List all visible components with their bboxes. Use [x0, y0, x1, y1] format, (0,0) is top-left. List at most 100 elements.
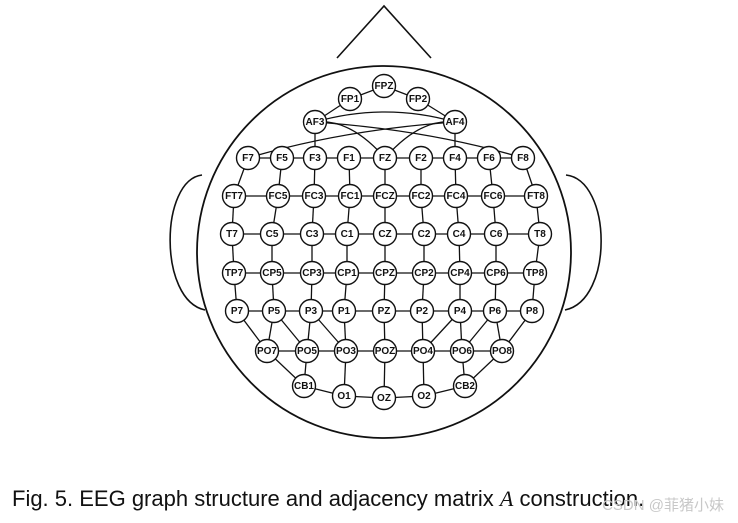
node-circle: [269, 145, 295, 171]
node-label: FC3: [305, 191, 324, 202]
node-f7: F7: [235, 145, 261, 171]
node-p8: P8: [519, 298, 545, 324]
node-circle: [446, 221, 472, 247]
caption-symbol: A: [499, 486, 514, 511]
nose-shape: [336, 4, 432, 59]
node-circle: [372, 145, 398, 171]
node-p6: P6: [482, 298, 508, 324]
node-label: P3: [305, 306, 318, 317]
node-label: FP2: [409, 94, 428, 105]
node-circle: [411, 260, 437, 286]
node-f5: F5: [269, 145, 295, 171]
node-circle: [254, 338, 280, 364]
node-circle: [480, 183, 506, 209]
node-label: P4: [454, 306, 467, 317]
node-label: CB1: [294, 381, 314, 392]
edge-f7-af4: [247, 121, 456, 159]
node-fz: FZ: [372, 145, 398, 171]
node-poz: POZ: [372, 338, 398, 364]
node-cpz: CPZ: [372, 260, 398, 286]
node-label: FT7: [225, 191, 243, 202]
node-af3: AF3: [302, 109, 328, 135]
node-label: C1: [341, 229, 354, 240]
node-circle: [510, 145, 536, 171]
node-cp1: CP1: [334, 260, 360, 286]
node-circle: [372, 338, 398, 364]
node-label: C5: [266, 229, 279, 240]
node-cp4: CP4: [447, 260, 473, 286]
node-label: C2: [418, 229, 431, 240]
node-circle: [291, 373, 317, 399]
node-circle: [235, 145, 261, 171]
node-circle: [299, 260, 325, 286]
node-circle: [482, 298, 508, 324]
node-label: FP1: [341, 94, 360, 105]
node-circle: [302, 145, 328, 171]
node-cp5: CP5: [259, 260, 285, 286]
right-ear-shape: [564, 174, 602, 311]
node-circle: [371, 73, 397, 99]
node-label: P7: [231, 306, 244, 317]
node-circle: [523, 183, 549, 209]
node-label: FC4: [447, 191, 466, 202]
node-circle: [410, 338, 436, 364]
node-po3: PO3: [333, 338, 359, 364]
node-pz: PZ: [371, 298, 397, 324]
node-fc6: FC6: [480, 183, 506, 209]
node-f3: F3: [302, 145, 328, 171]
node-circle: [483, 260, 509, 286]
node-fc3: FC3: [301, 183, 327, 209]
node-label: T7: [226, 229, 238, 240]
node-circle: [301, 183, 327, 209]
node-circle: [331, 383, 357, 409]
node-label: P6: [489, 306, 502, 317]
node-t7: T7: [219, 221, 245, 247]
node-circle: [405, 86, 431, 112]
node-label: CP1: [337, 268, 357, 279]
node-cb2: CB2: [452, 373, 478, 399]
node-circle: [527, 221, 553, 247]
node-o1: O1: [331, 383, 357, 409]
node-fc5: FC5: [265, 183, 291, 209]
node-circle: [371, 298, 397, 324]
node-label: TP8: [526, 268, 545, 279]
node-label: PO6: [452, 346, 472, 357]
node-circle: [294, 338, 320, 364]
node-circle: [408, 145, 434, 171]
node-label: FZ: [379, 153, 391, 164]
node-circle: [483, 221, 509, 247]
node-circle: [447, 260, 473, 286]
left-ear-shape: [169, 174, 206, 311]
node-label: CP3: [302, 268, 322, 279]
node-circle: [372, 221, 398, 247]
node-label: CZ: [378, 229, 391, 240]
node-circle: [265, 183, 291, 209]
node-label: FPZ: [375, 81, 394, 92]
node-circle: [452, 373, 478, 399]
node-label: P8: [526, 306, 539, 317]
node-label: PO5: [297, 346, 317, 357]
node-o2: O2: [411, 383, 437, 409]
node-label: C3: [306, 229, 319, 240]
node-tp8: TP8: [522, 260, 548, 286]
node-circle: [371, 385, 397, 411]
node-ft8: FT8: [523, 183, 549, 209]
node-circle: [447, 298, 473, 324]
node-label: OZ: [377, 393, 391, 404]
watermark: CSDN @菲猪小妹: [602, 497, 724, 514]
node-label: FC5: [269, 191, 288, 202]
node-label: PO7: [257, 346, 277, 357]
node-circle: [219, 221, 245, 247]
node-circle: [331, 298, 357, 324]
node-po8: PO8: [489, 338, 515, 364]
node-circle: [489, 338, 515, 364]
node-label: POZ: [375, 346, 396, 357]
node-f6: F6: [476, 145, 502, 171]
node-circle: [336, 145, 362, 171]
node-po5: PO5: [294, 338, 320, 364]
node-circle: [442, 145, 468, 171]
node-circle: [302, 109, 328, 135]
node-c5: C5: [259, 221, 285, 247]
node-label: FC2: [412, 191, 431, 202]
